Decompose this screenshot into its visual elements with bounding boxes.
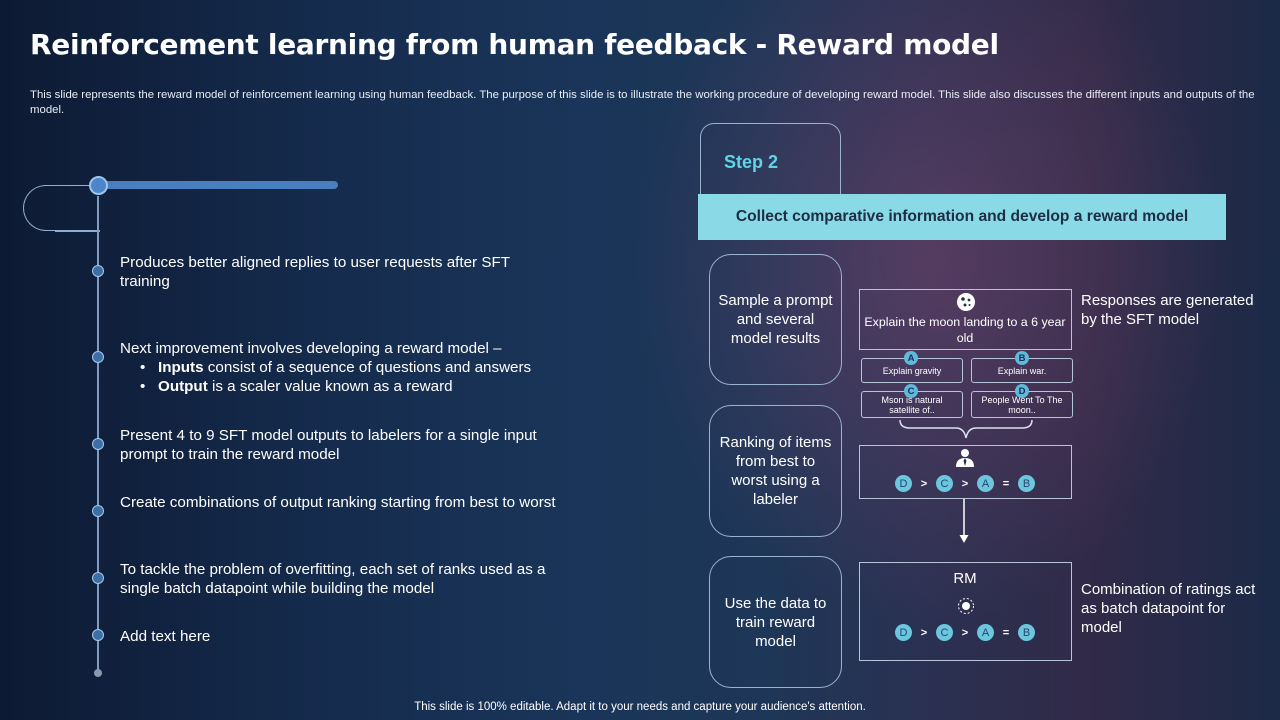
rank-c: C: [936, 624, 953, 641]
response-text: Explain war.: [997, 365, 1047, 376]
rank-op: >: [961, 626, 969, 639]
rank-d: D: [895, 624, 912, 641]
timeline-item-4: Create combinations of output ranking st…: [120, 493, 560, 512]
prompt-box: Explain the moon landing to a 6 year old: [859, 289, 1072, 350]
badge-c: C: [904, 384, 918, 398]
stage-sample: Sample a prompt and several model result…: [709, 254, 842, 385]
timeline-item-text: Next improvement involves developing a r…: [120, 340, 502, 357]
response-text: People Went To The moon..: [981, 394, 1063, 415]
timeline-dot-1: [92, 265, 104, 277]
stage-train: Use the data to train reward model: [709, 556, 842, 688]
prompt-text: Explain the moon landing to a 6 year old: [864, 315, 1066, 345]
timeline-dot-5: [92, 572, 104, 584]
timeline-dot-6: [92, 629, 104, 641]
timeline-rail: [97, 196, 99, 674]
network-node-icon: [956, 596, 976, 621]
timeline-item-3: Present 4 to 9 SFT model outputs to labe…: [120, 426, 560, 464]
labeler-person-icon: [954, 448, 976, 473]
stage-label: Sample a prompt and several model result…: [718, 292, 833, 347]
badge-a: A: [904, 351, 918, 365]
timeline-item-1: Produces better aligned replies to user …: [120, 253, 560, 291]
step-banner-text: Collect comparative information and deve…: [735, 208, 1189, 225]
note-responses: Responses are generated by the SFT model: [1081, 292, 1254, 328]
timeline-item-text: To tackle the problem of overfitting, ea…: [120, 561, 546, 597]
arrow-down-icon: [959, 499, 969, 543]
timeline-loop-base: [55, 230, 100, 232]
timeline-start-knob: [89, 176, 108, 195]
badge-b: B: [1015, 351, 1029, 365]
timeline-item-text: Produces better aligned replies to user …: [120, 254, 510, 290]
timeline-subbullets: Inputs consist of a sequence of question…: [140, 358, 560, 396]
timeline-item-6: Add text here: [120, 627, 560, 646]
brace-icon: [899, 419, 1033, 439]
timeline-dot-4: [92, 505, 104, 517]
ranking-row-rm: D > C > A = B: [895, 624, 1035, 641]
timeline-item-text: Present 4 to 9 SFT model outputs to labe…: [120, 427, 537, 463]
rank-op: >: [961, 477, 969, 490]
rank-op: =: [1002, 477, 1010, 490]
rank-c: C: [936, 475, 953, 492]
rank-b: B: [1018, 624, 1035, 641]
timeline-dot-3: [92, 438, 104, 450]
timeline-header-bar: [98, 181, 338, 189]
timeline-item-5: To tackle the problem of overfitting, ea…: [120, 560, 560, 598]
timeline-item-text: Create combinations of output ranking st…: [120, 494, 556, 511]
reward-model-box: RM D > C > A = B: [859, 562, 1072, 661]
timeline-end-dot: [94, 669, 102, 677]
step-label: Step 2: [724, 152, 779, 172]
response-text: Explain gravity: [882, 365, 942, 376]
stage-label: Use the data to train reward model: [724, 594, 827, 650]
rank-op: >: [920, 477, 928, 490]
timeline-loop-decoration: [23, 185, 99, 231]
labeler-box: D > C > A = B: [859, 445, 1072, 499]
subbullet-output: Output is a scaler value known as a rewa…: [140, 377, 560, 396]
slide-title: Reinforcement learning from human feedba…: [30, 28, 999, 61]
stage-label: Ranking of items from best to worst usin…: [719, 434, 832, 508]
rm-label: RM: [953, 570, 977, 587]
timeline-item-text: Add text here: [120, 628, 211, 645]
step-banner: Collect comparative information and deve…: [698, 194, 1226, 240]
note-combination: Combination of ratings act as batch data…: [1081, 581, 1256, 636]
moon-icon: [956, 292, 976, 317]
rank-op: =: [1002, 626, 1010, 639]
rank-d: D: [895, 475, 912, 492]
rank-a: A: [977, 475, 994, 492]
rank-op: >: [920, 626, 928, 639]
timeline-dot-2: [92, 351, 104, 363]
step-tab: [700, 123, 841, 203]
badge-d: D: [1015, 384, 1029, 398]
subbullet-inputs: Inputs consist of a sequence of question…: [140, 358, 560, 377]
rank-b: B: [1018, 475, 1035, 492]
response-text: Mson is natural satellite of..: [881, 394, 943, 415]
timeline-item-2: Next improvement involves developing a r…: [120, 339, 560, 396]
slide-description: This slide represents the reward model o…: [30, 89, 1255, 116]
slide-footer: This slide is 100% editable. Adapt it to…: [414, 701, 866, 713]
rank-a: A: [977, 624, 994, 641]
stage-ranking: Ranking of items from best to worst usin…: [709, 405, 842, 537]
ranking-row-labeler: D > C > A = B: [895, 475, 1035, 492]
